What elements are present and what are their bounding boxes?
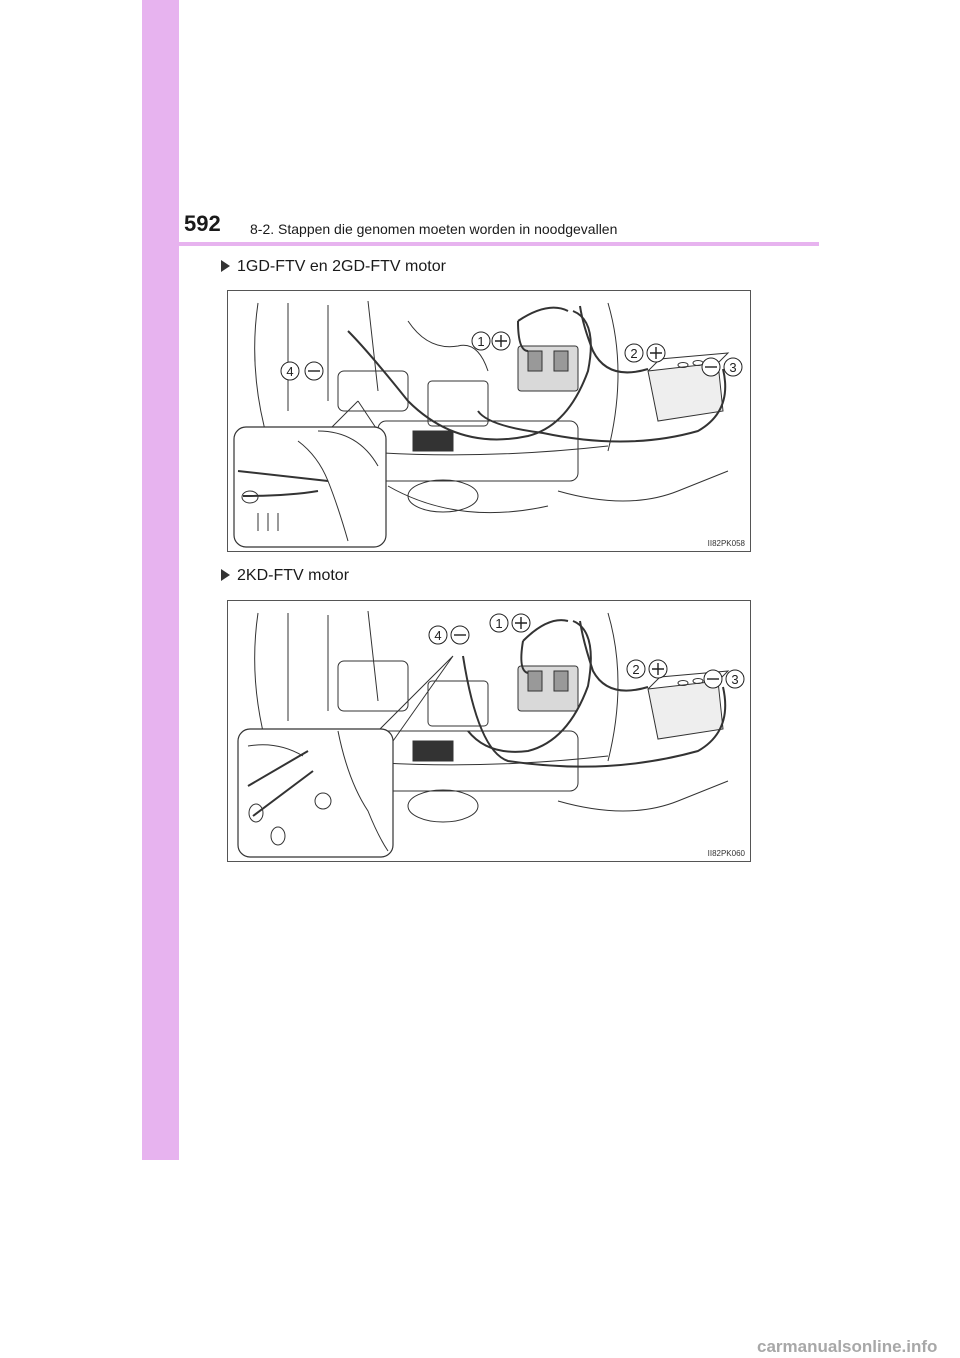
callout-1: 1 [495,616,502,631]
triangle-bullet-icon [221,260,230,272]
callout-4: 4 [434,628,441,643]
chapter-tab-sidebar [142,0,179,1160]
figure-code: II82PK060 [707,849,745,858]
section-heading-1gd: 1GD-FTV en 2GD-FTV motor [221,258,446,276]
figure-jump-start-2kd: 1 2 3 4 II82PK060 [227,600,751,862]
section-heading-text: 2KD-FTV motor [237,567,350,584]
callout-4: 4 [286,364,293,379]
engine-bay-illustration: 1 2 3 4 [233,300,743,548]
callout-1: 1 [477,334,484,349]
chapter-title: 8-2. Stappen die genomen moeten worden i… [250,221,618,237]
triangle-bullet-icon [221,569,230,581]
callout-2: 2 [632,662,639,677]
engine-bay-illustration: 1 2 3 4 [237,610,745,858]
section-heading-text: 1GD-FTV en 2GD-FTV motor [237,258,446,275]
callout-2: 2 [630,346,637,361]
callout-3: 3 [731,672,738,687]
section-heading-2kd: 2KD-FTV motor [221,567,349,585]
callout-3: 3 [729,360,736,375]
header-rule [142,242,819,246]
page-number: 592 [184,211,221,236]
figure-code: II82PK058 [707,539,745,548]
figure-jump-start-1gd: 1 2 3 4 II82PK058 [227,290,751,552]
watermark: carmanualsonline.info [757,1337,938,1356]
